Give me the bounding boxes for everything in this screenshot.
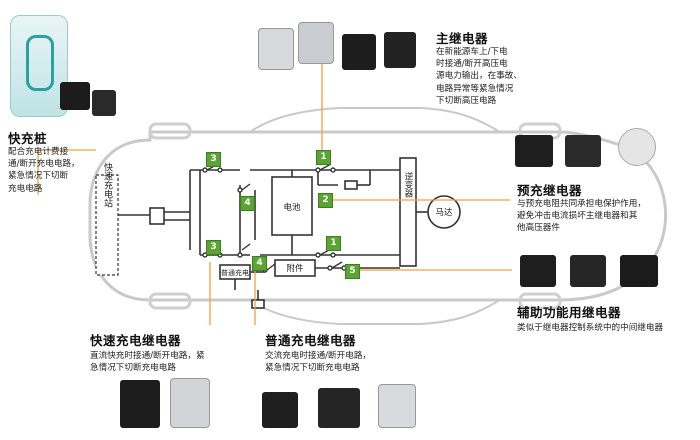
auxiliary-relay-description: 类似于继电器控制系统中的中间继电器 (517, 323, 664, 333)
relay-image-left (60, 82, 90, 110)
charging-pile-image (10, 15, 68, 117)
aux-relay-image-2 (570, 255, 606, 287)
badge-5: 5 (345, 264, 360, 279)
precharge-relay-description: 与预充电阻共同承担电保护作用， 避免冲击电流损坏主继电器和其 他高压器件 (517, 199, 646, 234)
badge-1-bottom: 1 (326, 236, 341, 251)
badge-4-mid: 4 (240, 196, 255, 211)
station-label: 快速充电站 (102, 161, 113, 208)
badge-3-bottom: 3 (206, 240, 221, 255)
fast-charge-relay-image-1 (120, 380, 160, 428)
badge-2: 2 (318, 193, 333, 208)
main-relay-description: 在新能源车上/下电 时接通/断开高压电 源电力输出，在事故、 电路异常等紧急情况… (436, 47, 522, 106)
auxiliary-relay-title: 辅助功能用继电器 (517, 305, 622, 320)
charging-gun-icon (26, 35, 54, 91)
main-relay-title: 主继电器 (436, 31, 489, 46)
main-relay-image-1 (258, 28, 294, 70)
motor-label: 马达 (435, 207, 453, 218)
precharge-relay-title: 预充继电器 (517, 183, 583, 198)
badge-3-top: 3 (206, 152, 221, 167)
main-relay-image-2 (298, 22, 334, 64)
normal-charge-relay-description: 交流充电时接通/断开电路， 紧急情况下切断充电电路 (265, 351, 372, 374)
battery-label: 电池 (283, 202, 301, 213)
leader-lines (37, 30, 512, 325)
fast-charge-station-box (95, 174, 119, 276)
precharge-relay-image-1 (515, 135, 553, 167)
fast-charge-relay-title: 快速充电继电器 (90, 333, 182, 348)
normal-charge-relay-title: 普通充电继电器 (265, 333, 357, 348)
fast-charge-pile-description: 配合充电计费接 通/断开充电电路， 紧急情况下切断 充电电路 (8, 147, 80, 194)
main-relay-image-4 (384, 32, 416, 68)
fast-charge-relay-description: 直流快充时接通/断开电路，紧 急情况下切断充电电路 (90, 351, 205, 374)
fast-charge-relay-image-2 (170, 378, 210, 428)
circuit-wiring (118, 157, 461, 309)
relay-image-left2 (92, 90, 116, 116)
fast-charge-pile-title: 快充桩 (8, 131, 48, 146)
main-relay-image-3 (342, 34, 376, 70)
aux-relay-image-3 (620, 255, 658, 287)
normal-charge-relay-image-1 (262, 392, 298, 428)
normal-charge-relay-image-2 (318, 388, 360, 428)
precharge-relay-image-3 (618, 128, 656, 166)
badge-1-top: 1 (316, 150, 331, 165)
normal-charge-relay-image-3 (378, 384, 416, 428)
normal-charger-label: 普通充电 (221, 268, 249, 277)
inverter-label: 逆变器 (403, 172, 413, 199)
precharge-relay-image-2 (565, 135, 601, 167)
badge-4-low: 4 (252, 256, 267, 271)
accessory-label: 附件 (286, 263, 304, 274)
aux-relay-image-1 (520, 255, 556, 287)
